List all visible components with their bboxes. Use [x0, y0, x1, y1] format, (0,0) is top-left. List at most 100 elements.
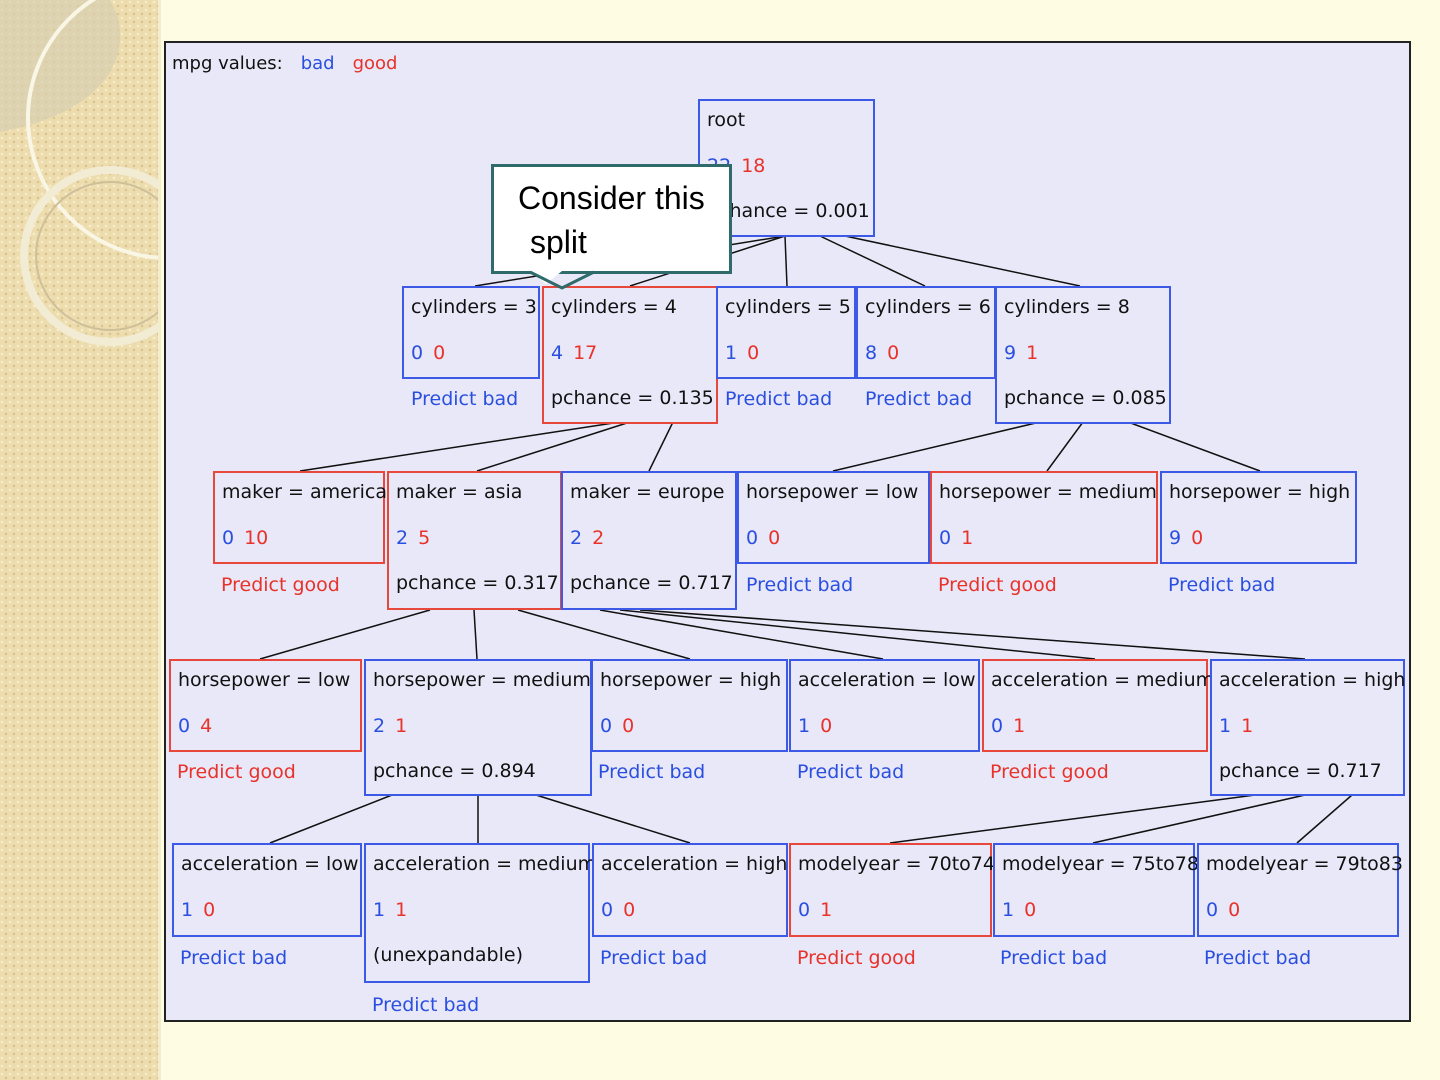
node-title: horsepower = medium [939, 481, 1157, 503]
callout-text: Consider this split [518, 176, 738, 264]
callout-box [491, 164, 732, 274]
node-title: acceleration = low [798, 669, 976, 691]
node-pchance: pchance = 0.894 [373, 760, 536, 782]
node-title: horsepower = medium [373, 669, 591, 691]
node-prediction: Predict bad [600, 947, 708, 969]
node-prediction: Predict bad [1000, 947, 1108, 969]
node-title: horsepower = high [1169, 481, 1351, 503]
node-pchance: pchance = 0.717 [1219, 760, 1382, 782]
node-prediction: Predict bad [865, 388, 973, 410]
node-title: maker = asia [396, 481, 523, 503]
node-prediction: Predict good [221, 574, 340, 596]
node-pchance: pchance = 0.135 [551, 387, 714, 409]
node-title: cylinders = 6 [865, 296, 991, 318]
node-prediction: Predict good [177, 761, 296, 783]
node-title: acceleration = high [1219, 669, 1406, 691]
node-title: horsepower = low [746, 481, 919, 503]
node-status: (unexpandable) [373, 944, 523, 966]
node-prediction: Predict bad [797, 761, 905, 783]
node-title: root [707, 109, 746, 131]
node-title: cylinders = 3 [411, 296, 537, 318]
node-prediction: Predict bad [180, 947, 288, 969]
node-title: acceleration = medium [373, 853, 597, 875]
node-title: modelyear = 75to78 [1002, 853, 1199, 875]
node-prediction: Predict bad [1168, 574, 1276, 596]
node-title: maker = america [222, 481, 387, 503]
node-title: maker = europe [570, 481, 725, 503]
node-prediction: Predict bad [411, 388, 519, 410]
node-title: horsepower = low [178, 669, 351, 691]
node-prediction: Predict good [797, 947, 916, 969]
node-title: modelyear = 79to83 [1206, 853, 1403, 875]
node-title: horsepower = high [600, 669, 782, 691]
node-title: acceleration = medium [991, 669, 1215, 691]
node-title: cylinders = 8 [1004, 296, 1130, 318]
node-prediction: Predict bad [598, 761, 706, 783]
decorative-rings-icon [0, 0, 158, 346]
node-prediction: Predict bad [725, 388, 833, 410]
node-pchance: pchance = 0.001 [707, 200, 870, 222]
callout-line-2: split [530, 224, 587, 260]
legend-label: mpg values: [172, 53, 283, 74]
node-prediction: Predict good [990, 761, 1109, 783]
node-title: acceleration = high [601, 853, 788, 875]
node-prediction: Predict bad [1204, 947, 1312, 969]
node-title: acceleration = low [181, 853, 359, 875]
node-prediction: Predict bad [372, 994, 480, 1016]
node-prediction: Predict good [938, 574, 1057, 596]
decorative-sidebar [0, 0, 158, 1080]
sidebar-edge [158, 0, 161, 1080]
legend-bad: bad [300, 53, 335, 74]
node-title: modelyear = 70to74 [798, 853, 995, 875]
node-pchance: pchance = 0.317 [396, 572, 559, 594]
node-title: cylinders = 5 [725, 296, 851, 318]
node-pchance: pchance = 0.085 [1004, 387, 1167, 409]
